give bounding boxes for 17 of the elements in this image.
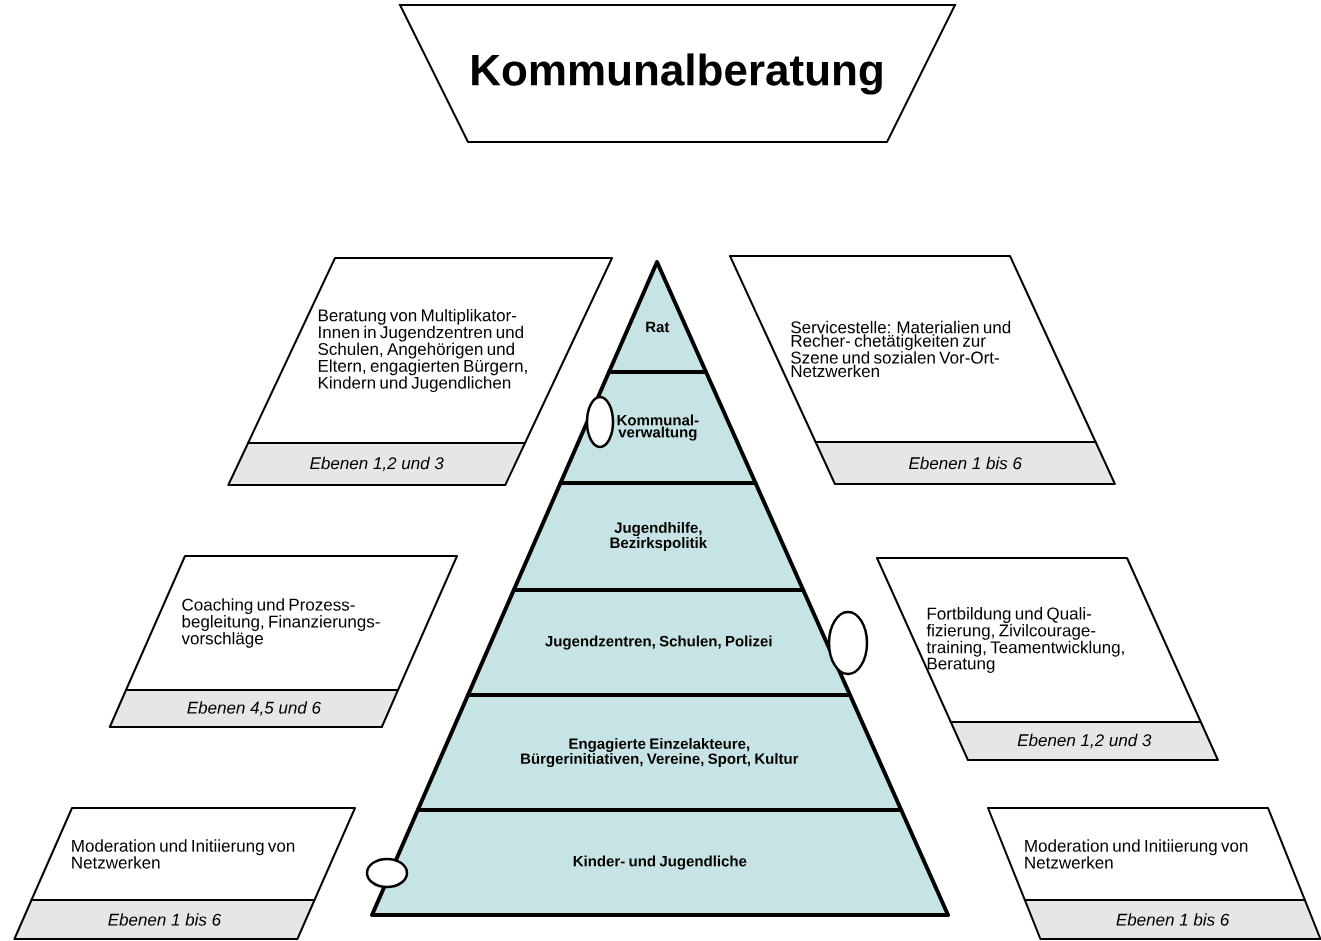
pyramid-level: Kinder- und Jugendliche [370,808,950,917]
node-label: Ebenen 1,2 und 3 [310,456,444,472]
node-label: Ebenen 1,2 und 3 [1017,733,1152,749]
pyramid-level: Rat [607,260,708,374]
pyramid-level: Jugendhilfe, Bezirkspolitik [511,481,806,592]
node-label: Ebenen 1 bis 6 [1116,913,1230,926]
info-box: Moderation und Initiierung von Netzwerken Ebenen 1 bis 6 [13,807,356,940]
info-box: Coaching und Prozess- begleitung, Finanzierungs- vorschläge Ebenen 4,5 und 6 [108,555,458,728]
node-label: Ebenen 4,5 und 6 [187,701,321,716]
node-label: Ebenen 1 bis 6 [108,913,222,926]
pyramid-level: Jugendzentren, Schulen, Polizei [466,588,852,697]
pyramid-level: Engagierte Einzelakteure, Bürgerinitiativen, Vereine, Sport, Kultur [415,693,904,812]
node-label: Ebenen 1 bis 6 [909,456,1022,470]
info-box: Servicestelle: Materialien und Recher- chetätigkeiten zur Szene und sozialen Vor-Ort- Netzwerken Ebenen 1 bis 6 [729,255,1116,485]
info-box: Beratung von Multiplikator- Innen in Jugendzentren und Schulen, Angehörigen und Eltern, engagierten Bürgern, Kindern und Jugendlichen Ebenen 1,2 und 3 [227,257,613,486]
info-box: Fortbildung und Quali- fizierung, Zivilcourage- training, Teamentwicklung, Beratung Ebenen 1,2 und 3 [876,557,1219,761]
info-box: Moderation und Initiierung von Netzwerken Ebenen 1 bis 6 [987,807,1321,940]
